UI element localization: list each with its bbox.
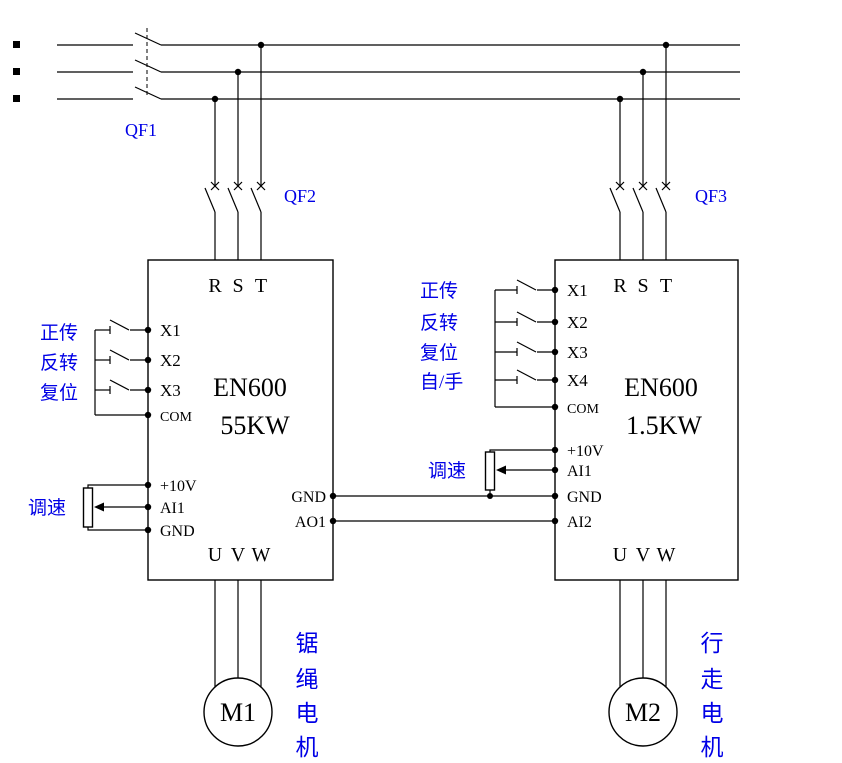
right-control-reverse-label: 反转 [420, 312, 458, 334]
right-control-switches [494, 279, 555, 408]
right-motor-name-char-3: 电 [701, 701, 724, 726]
left-speed-label: 调速 [28, 497, 66, 519]
left-terminal-com-label: COM [160, 410, 192, 425]
right-terminal-gnd-label: GND [567, 489, 602, 506]
analog-interconnect [329, 492, 559, 525]
right-control-reset-label: 复位 [420, 342, 458, 364]
qf3-branch-wires [609, 41, 671, 260]
right-terminal-ai1-label: AI1 [567, 463, 592, 480]
left-inverter-rating: 55KW [220, 411, 290, 440]
left-control-reset-label: 复位 [40, 382, 78, 404]
left-inverter: R S T U V W X1 X2 X3 COM +10V AI1 GND GN… [144, 259, 334, 581]
left-terminal-x2-label: X2 [160, 351, 181, 370]
left-terminal-x1-label: X1 [160, 321, 181, 340]
left-terminal-t: T [255, 275, 267, 297]
right-motor-name-char-1: 行 [701, 631, 724, 656]
right-inverter-rating: 1.5KW [626, 411, 702, 440]
left-terminal-10v-label: +10V [160, 478, 197, 495]
right-terminal-com-label: COM [567, 402, 599, 417]
left-terminal-gnd-label: GND [160, 523, 195, 540]
right-terminal-10v-label: +10V [567, 443, 604, 460]
left-motor-name: 锯 绳 电 机 [296, 631, 319, 760]
qf1-breaker-symbol [134, 28, 162, 100]
left-terminal-w: W [252, 544, 271, 566]
motor-m2-label: M2 [625, 698, 661, 727]
right-terminal-w: W [657, 544, 676, 566]
right-terminal-x4-label: X4 [567, 371, 588, 390]
right-inverter-box [554, 259, 739, 581]
right-inverter-model: EN600 [624, 373, 698, 402]
qf3-label: QF3 [695, 186, 727, 206]
left-terminal-ai1-label: AI1 [160, 500, 185, 517]
left-terminal-gnd-out-label: GND [291, 489, 326, 506]
motor-m1-circle [203, 677, 273, 747]
motor-m2-circle [608, 677, 678, 747]
motor-m1-label: M1 [220, 698, 256, 727]
left-terminal-s: S [232, 275, 243, 297]
phase-source-marks [13, 41, 20, 102]
left-inverter-model: EN600 [213, 373, 287, 402]
right-terminal-x2-label: X2 [567, 313, 588, 332]
qf2-branch-wires [204, 41, 266, 260]
right-terminal-t: T [660, 275, 672, 297]
left-potentiometer [82, 484, 148, 531]
right-potentiometer [484, 449, 555, 499]
right-control-auto-manual-label: 自/手 [420, 371, 463, 393]
right-inverter: R S T U V W X1 X2 X3 X4 COM +10V AI1 GND… [551, 259, 739, 581]
left-motor-name-char-4: 机 [296, 735, 319, 760]
three-phase-bus [57, 44, 740, 100]
left-motor-name-char-3: 电 [296, 701, 319, 726]
qf1-label: QF1 [125, 120, 157, 140]
left-terminal-x3-label: X3 [160, 381, 181, 400]
left-motor-name-char-2: 绳 [296, 667, 319, 692]
motor-m2: M2 [608, 580, 678, 747]
motor-m1: M1 [203, 580, 273, 747]
right-terminal-s: S [637, 275, 648, 297]
right-motor-name-char-4: 机 [701, 735, 724, 760]
right-terminal-v: V [636, 544, 651, 566]
left-control-forward-label: 正传 [40, 322, 78, 344]
right-terminal-x1-label: X1 [567, 281, 588, 300]
qf2-label: QF2 [284, 186, 316, 206]
right-terminal-r: R [613, 275, 627, 297]
left-inverter-box [147, 259, 334, 581]
left-terminal-u: U [208, 544, 223, 566]
right-control-forward-label: 正传 [420, 280, 458, 302]
right-terminal-x3-label: X3 [567, 343, 588, 362]
left-terminal-v: V [231, 544, 246, 566]
right-terminal-u: U [613, 544, 628, 566]
left-control-reverse-label: 反转 [40, 352, 78, 374]
right-speed-label: 调速 [428, 460, 466, 482]
left-terminal-r: R [208, 275, 222, 297]
right-terminal-ai2-label: AI2 [567, 514, 592, 531]
right-motor-name: 行 走 电 机 [701, 631, 724, 760]
left-terminal-ao1-label: AO1 [295, 514, 326, 531]
left-motor-name-char-1: 锯 [296, 631, 319, 656]
left-control-switches [94, 319, 148, 416]
right-motor-name-char-2: 走 [701, 667, 724, 692]
